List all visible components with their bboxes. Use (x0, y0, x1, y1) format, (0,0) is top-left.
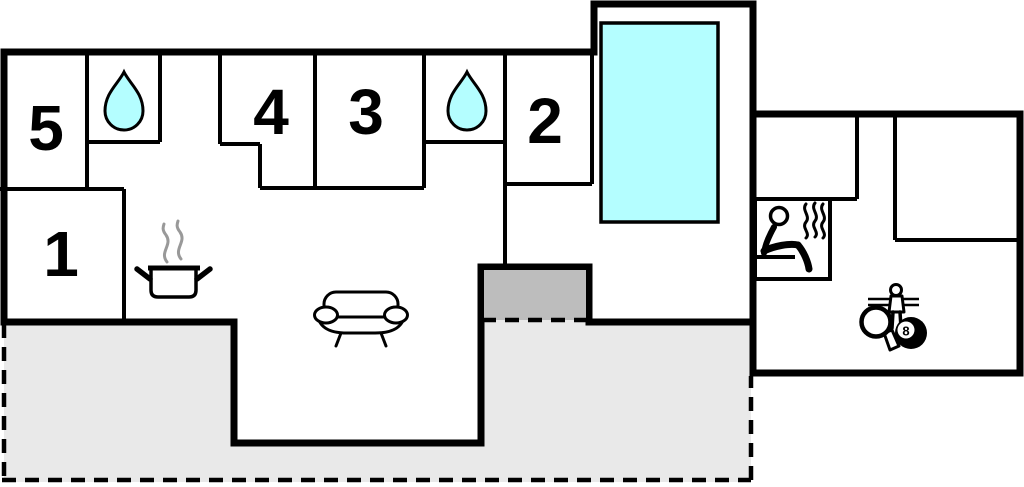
bedroom-1-number: 1 (43, 218, 79, 290)
sofa-icon (313, 290, 409, 348)
sofa-back (322, 290, 400, 319)
steam-line (161, 222, 170, 264)
billiard-8-ball-circle (897, 321, 915, 339)
pot-body (149, 266, 198, 299)
foosball-player-head (889, 283, 903, 297)
sauna-icon (750, 201, 826, 273)
cooking-pot-icon (134, 219, 213, 299)
games-icons: 8 (859, 283, 927, 352)
sauna-person-leg (794, 241, 813, 273)
water-drop-icon (446, 68, 488, 132)
main-building-outline (0, 0, 757, 447)
billiard-8-ball-number: 8 (902, 324, 909, 339)
sofa-armrest-left (313, 305, 339, 325)
steam-line (812, 201, 818, 239)
steam-line (820, 202, 826, 240)
terrace-dashed-border (1, 324, 754, 483)
foosball-player-body (887, 294, 906, 314)
pot-handle-left (134, 266, 153, 282)
steam-line (175, 219, 184, 261)
bedroom-4-number: 4 (253, 76, 289, 148)
interior-walls (0, 52, 1020, 322)
pot-handle-right (194, 266, 213, 282)
sofa-armrest-right (383, 305, 409, 325)
table-tennis-paddle-icon (859, 305, 893, 339)
steam-line (803, 202, 809, 240)
sauna-steam (803, 201, 826, 240)
bedroom-5-number: 5 (28, 92, 64, 164)
bedroom-3-number: 3 (348, 76, 384, 148)
bedroom-2-number: 2 (527, 85, 563, 157)
swimming-pool (599, 21, 720, 224)
sauna-person-head (768, 205, 790, 227)
sofa-leg-right (379, 331, 388, 348)
water-drop-icon (103, 68, 145, 132)
entrance-porch (484, 270, 586, 320)
sofa-leg-left (334, 331, 343, 348)
